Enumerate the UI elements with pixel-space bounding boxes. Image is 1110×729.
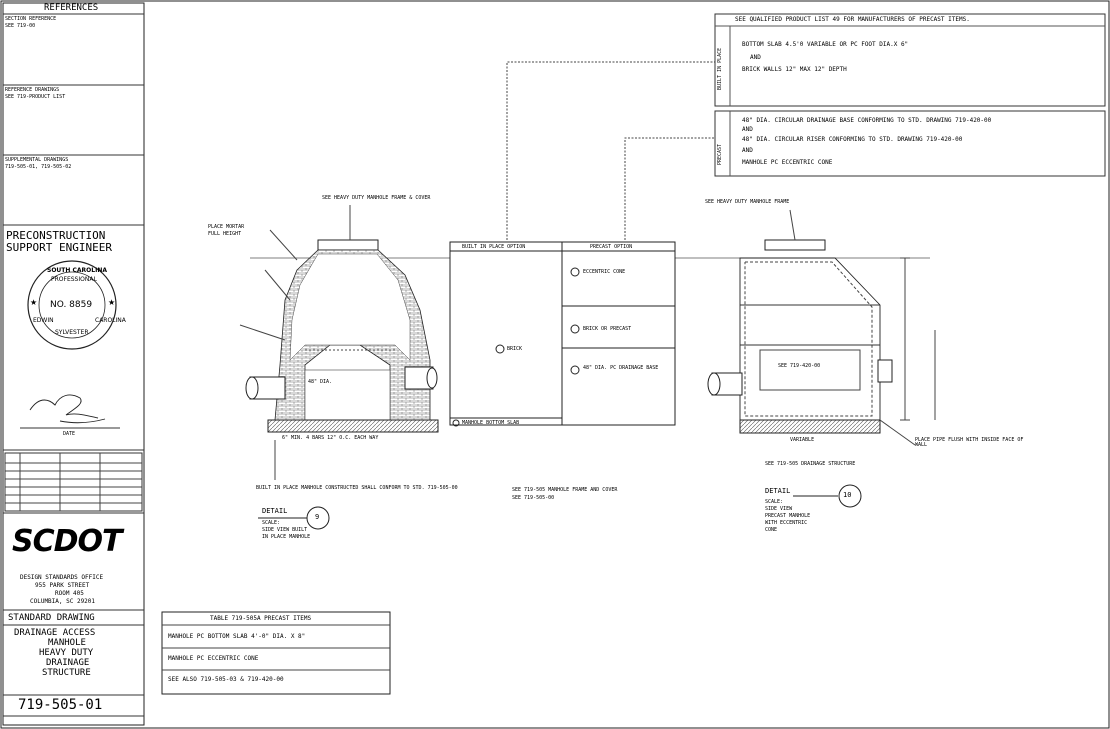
note-item: AND (742, 147, 753, 154)
detail-sub: CONE (765, 527, 778, 533)
ref-line: SUPPLEMENTAL DRAWINGS (5, 157, 69, 163)
seal-text: CAROLINA (95, 317, 126, 324)
callout: FULL HEIGHT (208, 231, 242, 237)
office-line: COLUMBIA, SC 29201 (30, 598, 96, 605)
table-cell: BRICK (507, 346, 523, 352)
callout: SEE 719-420-00 (778, 363, 821, 369)
table-header: BUILT IN PLACE OPTION (462, 244, 526, 250)
detail-sub: PRECAST MANHOLE (765, 513, 811, 519)
drawing-number: 719-505-01 (18, 697, 103, 713)
note-item: 48" DIA. CIRCULAR RISER CONFORMING TO ST… (742, 136, 963, 143)
detail-number: 10 (843, 491, 852, 499)
svg-text:★: ★ (108, 298, 115, 307)
table-cell: MANHOLE BOTTOM SLAB (462, 420, 520, 426)
date-label: DATE (63, 431, 76, 437)
detail-sub: SCALE: (765, 499, 784, 505)
precast-table-row: MANHOLE PC BOTTOM SLAB 4'-0" DIA. X 8" (168, 633, 306, 640)
note-item: BOTTOM SLAB 4.5'0 VARIABLE OR PC FOOT DI… (742, 41, 909, 48)
note-item: AND (742, 126, 753, 133)
ref-line: SECTION REFERENCE (5, 16, 57, 22)
seal-text: EDWIN (33, 317, 54, 324)
precast-table-title: TABLE 719-505A PRECAST ITEMS (210, 615, 312, 622)
callout: PLACE PIPE FLUSH WITH INSIDE FACE OF WAL… (915, 437, 1024, 448)
note-item: AND (750, 54, 761, 61)
callout: BUILT IN PLACE MANHOLE CONSTRUCTED SHALL… (256, 485, 458, 491)
drawing-title: MANHOLE (48, 638, 86, 648)
precast-table-row: MANHOLE PC ECCENTRIC CONE (168, 655, 259, 662)
detail-sub: IN PLACE MANHOLE (262, 534, 311, 540)
ref-line: REFERENCE DRAWINGS (5, 87, 60, 93)
center-note: SEE 719-505 MANHOLE FRAME AND COVER (512, 487, 618, 493)
precast-table-row: SEE ALSO 719-505-03 & 719-420-00 (168, 676, 284, 683)
note-item: BRICK WALLS 12" MAX 12" DEPTH (742, 66, 847, 73)
drawing-title: STRUCTURE (42, 668, 91, 678)
engineer-title: PRECONSTRUCTION (6, 229, 106, 242)
office-line: 955 PARK STREET (35, 582, 90, 589)
callout: 48" DIA. (308, 379, 333, 385)
detail-sub: SCALE: (262, 520, 281, 526)
table-cell: ECCENTRIC CONE (583, 269, 626, 275)
seal-text: PROFESSIONAL (51, 276, 97, 283)
office-line: ROOM 405 (55, 590, 84, 597)
office-line: DESIGN STANDARDS OFFICE (20, 574, 104, 581)
callout: SEE 719-505 DRAINAGE STRUCTURE (765, 461, 856, 467)
note-item: MANHOLE PC ECCENTRIC CONE (742, 159, 833, 166)
standard-drawing-label: STANDARD DRAWING (8, 613, 95, 623)
detail-number: 9 (315, 513, 320, 521)
ref-line: SEE 719-00 (5, 23, 36, 29)
ref-line: SEE 719-PRODUCT LIST (5, 94, 66, 100)
callout: SEE HEAVY DUTY MANHOLE FRAME & COVER (322, 195, 431, 201)
drawing-title: DRAINAGE ACCESS (14, 628, 96, 638)
detail-sub: SIDE VIEW (765, 506, 793, 512)
references-heading: REFERENCES (44, 3, 99, 13)
table-header: PRECAST OPTION (590, 244, 633, 250)
detail-sub: SIDE VIEW BUILT (262, 527, 308, 533)
product-list-note: SEE QUALIFIED PRODUCT LIST 49 FOR MANUFA… (735, 16, 970, 23)
table-cell: BRICK OR PRECAST (583, 326, 632, 332)
scdot-logo: SCDOT (12, 524, 122, 559)
drawing-title: DRAINAGE (46, 658, 90, 668)
ref-line: 719-505-01, 719-505-02 (5, 164, 72, 170)
callout: VARIABLE (790, 437, 815, 443)
precast-label: PRECAST (717, 143, 723, 165)
engineer-title: SUPPORT ENGINEER (6, 241, 112, 254)
drawing-title: HEAVY DUTY (39, 648, 94, 658)
callout: PLACE MORTAR (208, 224, 245, 230)
detail-label: DETAIL (262, 507, 288, 515)
seal-text: SOUTH CAROLINA (47, 267, 107, 274)
detail-label: DETAIL (765, 487, 791, 495)
table-cell: 48" DIA. PC DRAINAGE BASE (583, 365, 659, 371)
detail-sub: WITH ECCENTRIC (765, 520, 808, 526)
svg-text:★: ★ (30, 298, 37, 307)
seal-number: NO. 8859 (50, 300, 93, 310)
center-note: SEE 719-505-00 (512, 495, 555, 501)
callout: 6" MIN. 4 BARS 12" O.C. EACH WAY (282, 435, 379, 441)
seal-text: SYLVESTER (55, 329, 89, 336)
built-in-place-label: BUILT IN PLACE (717, 47, 723, 90)
callout: SEE HEAVY DUTY MANHOLE FRAME (705, 199, 790, 205)
note-item: 48" DIA. CIRCULAR DRAINAGE BASE CONFORMI… (742, 117, 992, 124)
